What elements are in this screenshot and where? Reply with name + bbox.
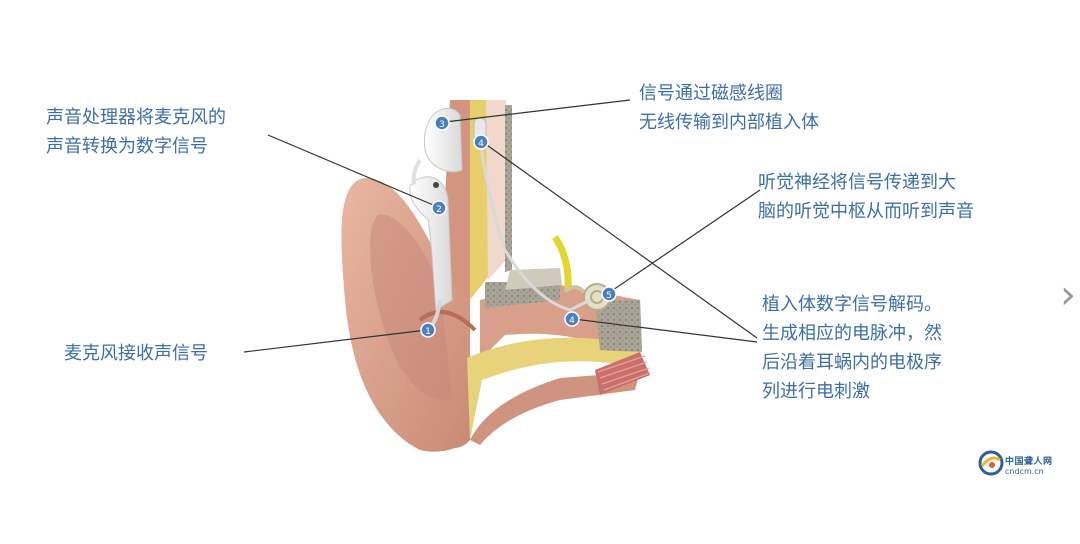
auditory-nerve: [552, 235, 572, 291]
electrode-array: [476, 127, 591, 312]
logo-mark-icon: [978, 450, 1004, 476]
svg-text:3: 3: [439, 120, 445, 130]
magnetic-coil: [411, 107, 463, 186]
svg-text:4: 4: [478, 139, 484, 149]
site-logo: 中国聋人网 cndcm.cn: [978, 448, 1070, 484]
skull-bone: [505, 105, 512, 272]
muscle: [595, 352, 650, 395]
marker-4-lower: 4: [564, 311, 580, 327]
label-implant-decoding: 植入体数字信号解码。 生成相应的电脉冲，然 后沿着耳蜗内的电极序 列进行电刺激: [762, 294, 942, 402]
label-auditory-nerve: 听觉神经将信号传递到大 脑的听觉中枢从而听到声音: [758, 172, 974, 222]
svg-text:2: 2: [436, 205, 442, 215]
svg-text:1: 1: [425, 327, 431, 337]
logo-domain: cndcm.cn: [1005, 467, 1044, 476]
fat-layer: [455, 337, 640, 445]
svg-text:5: 5: [606, 291, 612, 301]
svg-text:4: 4: [569, 316, 575, 326]
prev-arrow-icon[interactable]: ‹: [0, 272, 2, 312]
head-cross-section: [440, 100, 642, 448]
marker-1: 1: [420, 322, 436, 338]
label-magnetic-coil: 信号通过磁感线圈 无线传输到内部植入体: [639, 83, 819, 133]
label-sound-processor: 声音处理器将麦克风的 声音转换为数字信号: [46, 107, 226, 157]
marker-4-upper: 4: [473, 134, 489, 150]
marker-2: 2: [431, 200, 447, 216]
label-microphone: 麦克风接收声信号: [64, 343, 208, 364]
leader-lines: [243, 99, 761, 353]
logo-name: 中国聋人网: [1005, 457, 1053, 467]
marker-5: 5: [601, 286, 617, 302]
marker-3: 3: [434, 115, 450, 131]
next-arrow-icon[interactable]: ›: [1060, 272, 1076, 318]
